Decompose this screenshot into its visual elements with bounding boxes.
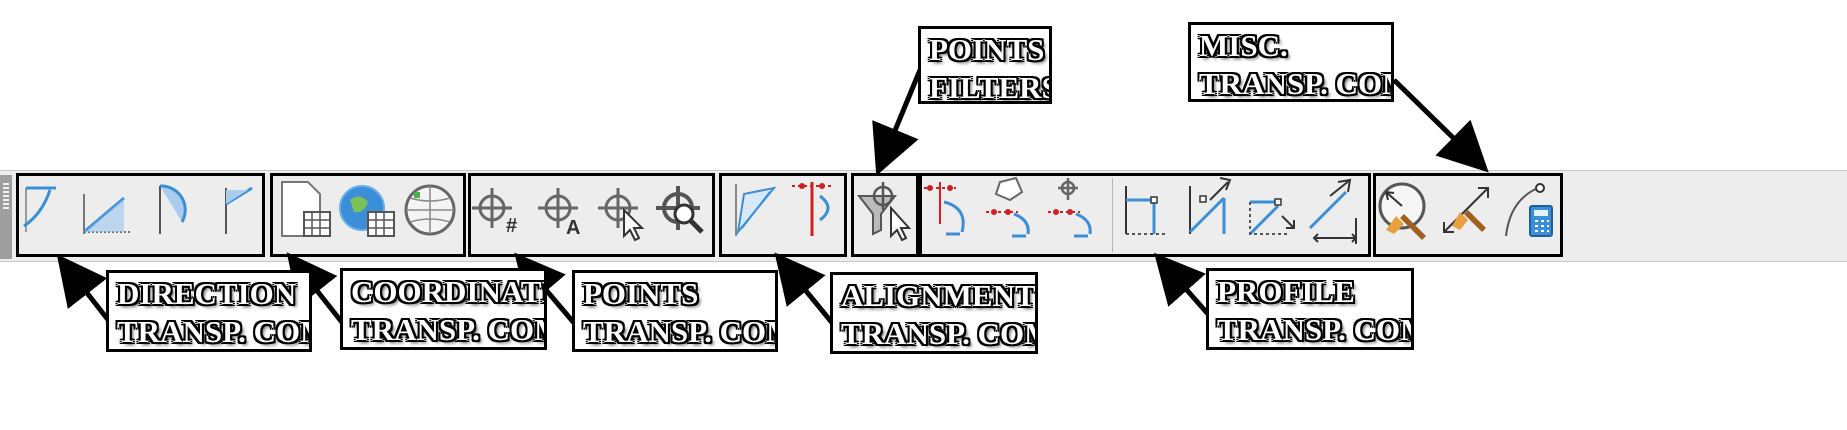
point-name-icon[interactable]: A (530, 174, 590, 254)
profile-grade-elevation-icon[interactable] (1180, 174, 1240, 254)
misc-arrow (1392, 78, 1489, 173)
svg-text:#: # (506, 215, 517, 237)
profile-callout-line2: TRANSP. COM (1217, 312, 1414, 347)
grid-coordinate-icon[interactable] (400, 174, 460, 254)
azimuth-distance-icon[interactable] (206, 174, 266, 254)
direction-callout: DIRECTION TRANSP. COM (106, 270, 312, 352)
angle-distance-icon[interactable] (20, 174, 80, 254)
toolbar-grip-handle[interactable] (0, 175, 12, 259)
calculator-icon[interactable] (1500, 174, 1560, 254)
alignment-callout-line1: ALIGNMENT (841, 278, 1036, 313)
points-callout-line2: TRANSP. COM (583, 314, 778, 349)
coordinate-callout-line2: TRANSP. COM (351, 312, 547, 347)
profile-grade-station-icon[interactable] (1242, 174, 1302, 254)
direction-group-outline (16, 173, 265, 257)
direction-callout-line1: DIRECTION (117, 276, 297, 311)
deflection-distance-icon[interactable] (148, 174, 208, 254)
alignment-callout-line2: TRANSP. COM (841, 316, 1038, 351)
coordinate-callout-line1: COORDINATE (351, 274, 547, 309)
alignment-callout: ALIGNMENT TRANSP. COM (830, 272, 1038, 354)
points-group-outline (468, 173, 715, 257)
misc-callout: MISC. TRANSP. COM (1188, 22, 1394, 102)
misc-callout-line2: TRANSP. COM (1199, 66, 1394, 101)
misc-group-outline (1373, 173, 1563, 257)
profile-callout-line1: PROFILE (1217, 274, 1355, 309)
profile-station-object-icon[interactable] (982, 174, 1042, 254)
alignment-object-icon[interactable] (722, 174, 782, 254)
profile-separator (1112, 178, 1113, 252)
coordinate-callout: COORDINATE TRANSP. COM (340, 268, 547, 350)
coordinate-group-outline (270, 173, 466, 257)
bearing-distance-icon[interactable] (78, 174, 138, 254)
profile-grade-distance-icon[interactable] (1304, 174, 1364, 254)
zoom-to-point-icon[interactable] (652, 174, 712, 254)
station-offset-icon[interactable] (782, 174, 842, 254)
point-number-icon[interactable]: # (470, 174, 530, 254)
point-on-line-icon[interactable] (1438, 174, 1498, 254)
circle-center-icon[interactable] (1376, 174, 1436, 254)
profile-grade-length-icon[interactable] (1118, 174, 1178, 254)
points-filters-callout-line2: FILTERS (929, 70, 1052, 104)
svg-text:A: A (566, 217, 580, 239)
grid-northing-easting-icon[interactable] (274, 174, 334, 254)
points-filters-arrow (872, 69, 923, 176)
profile-group-outline (919, 173, 1371, 257)
profile-station-point-icon[interactable] (1042, 174, 1102, 254)
latitude-longitude-icon[interactable] (338, 174, 398, 254)
points-filters-callout: POINTS FILTERS (918, 26, 1052, 104)
point-object-icon[interactable] (590, 174, 650, 254)
points-callout: POINTS TRANSP. COM (572, 270, 778, 352)
profile-callout: PROFILE TRANSP. COM (1206, 268, 1414, 350)
points-filters-callout-line1: POINTS (929, 32, 1045, 67)
point-filter-icon[interactable] (855, 174, 915, 254)
profile-station-elevation-icon[interactable] (920, 174, 980, 254)
points-callout-line1: POINTS (583, 276, 699, 311)
misc-callout-line1: MISC. (1199, 28, 1288, 63)
direction-callout-line2: TRANSP. COM (117, 314, 312, 349)
